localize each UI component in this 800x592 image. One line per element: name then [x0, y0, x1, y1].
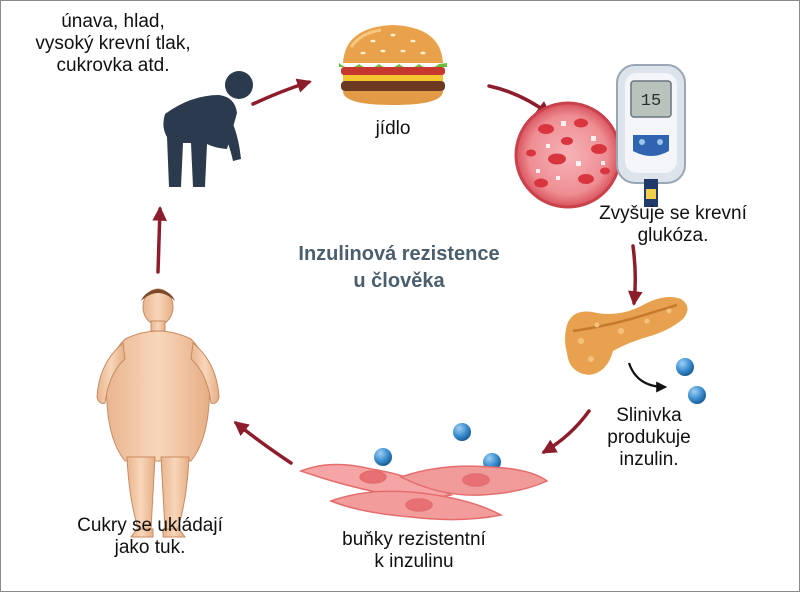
blood-vessel-icon [514, 101, 622, 209]
diagram-title: Inzulinová rezistence u člověka [259, 241, 539, 295]
label-cells: buňky rezistentní k inzulinu [342, 529, 486, 572]
burger-icon [339, 25, 447, 105]
glucometer-icon [616, 64, 686, 207]
glucometer-display: 15 [641, 92, 661, 111]
label-food: jídlo [375, 118, 411, 139]
arrow-cells-to-obese [233, 421, 293, 465]
tired-person-icon [163, 71, 253, 187]
insulin-release-arrow [627, 362, 668, 393]
insulin-molecule-icon [676, 358, 694, 376]
arrow-glucose-to-pancreas [627, 244, 643, 306]
arrow-obese-to-person [152, 206, 167, 274]
label-pancreas: Slinivka produkuje inzulin. [607, 405, 691, 470]
glucometer-reading: 15 [641, 92, 661, 111]
pancreas-icon [565, 297, 688, 375]
insulin-molecule-icon [688, 386, 706, 404]
cycle-arrows [152, 78, 643, 465]
obese-person-icon [96, 288, 220, 538]
label-glucose: Zvyšuje se krevní glukóza. [599, 203, 747, 246]
arrow-person-to-food [251, 78, 312, 106]
label-symptoms: únava, hlad, vysoký krevní tlak, cukrovk… [35, 11, 191, 76]
title-line-1: Inzulinová rezistence [298, 243, 500, 265]
label-fat: Cukry se ukládají jako tuk. [77, 515, 223, 558]
title-line-2: u člověka [353, 270, 445, 292]
arrow-pancreas-to-cells [541, 409, 591, 454]
insulin-molecules [374, 358, 706, 471]
insulin-molecule-icon [453, 423, 471, 441]
insulin-molecule-icon [374, 448, 392, 466]
muscle-cell-icon [298, 463, 549, 521]
